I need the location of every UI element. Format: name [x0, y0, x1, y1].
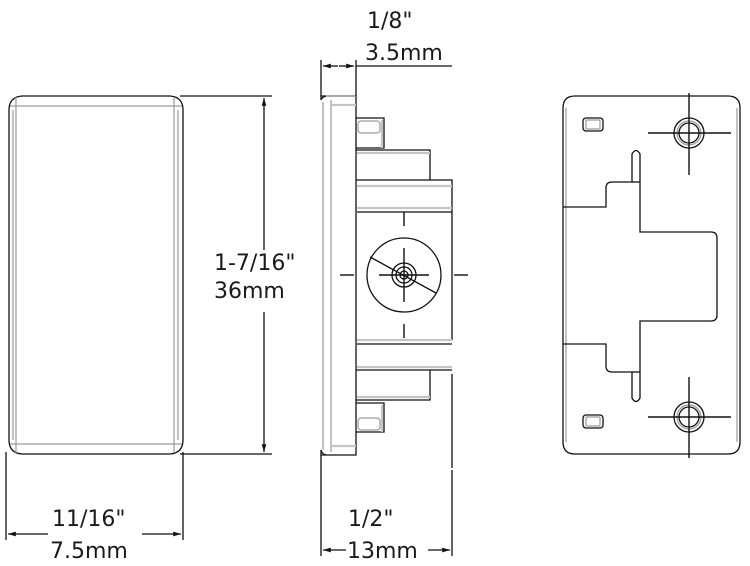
- width-dimension: 11/16" 7.5mm: [5, 452, 184, 564]
- width-imperial-label: 11/16": [52, 507, 126, 532]
- height-metric-label: 36mm: [214, 279, 285, 304]
- side-view: [320, 95, 468, 468]
- mount-slot-top: [582, 117, 604, 132]
- width-metric-label: 7.5mm: [50, 539, 128, 564]
- height-dimension: 1-7/16" 36mm: [180, 95, 295, 455]
- mount-slot-bottom: [582, 414, 604, 429]
- front-view: [8, 95, 184, 455]
- back-view: [562, 93, 741, 458]
- depth-dimension: 1/2" 13mm: [320, 455, 453, 564]
- depth-imperial-label: 1/2": [348, 507, 394, 532]
- flange-metric-label: 3.5mm: [365, 41, 443, 66]
- screw-hole-top: [648, 93, 731, 175]
- screw-hole-bottom: [648, 377, 731, 458]
- flange-dimension: 1/8" 3.5mm: [320, 9, 452, 96]
- flange-imperial-label: 1/8": [367, 9, 413, 34]
- height-imperial-label: 1-7/16": [214, 251, 295, 276]
- depth-metric-label: 13mm: [347, 539, 418, 564]
